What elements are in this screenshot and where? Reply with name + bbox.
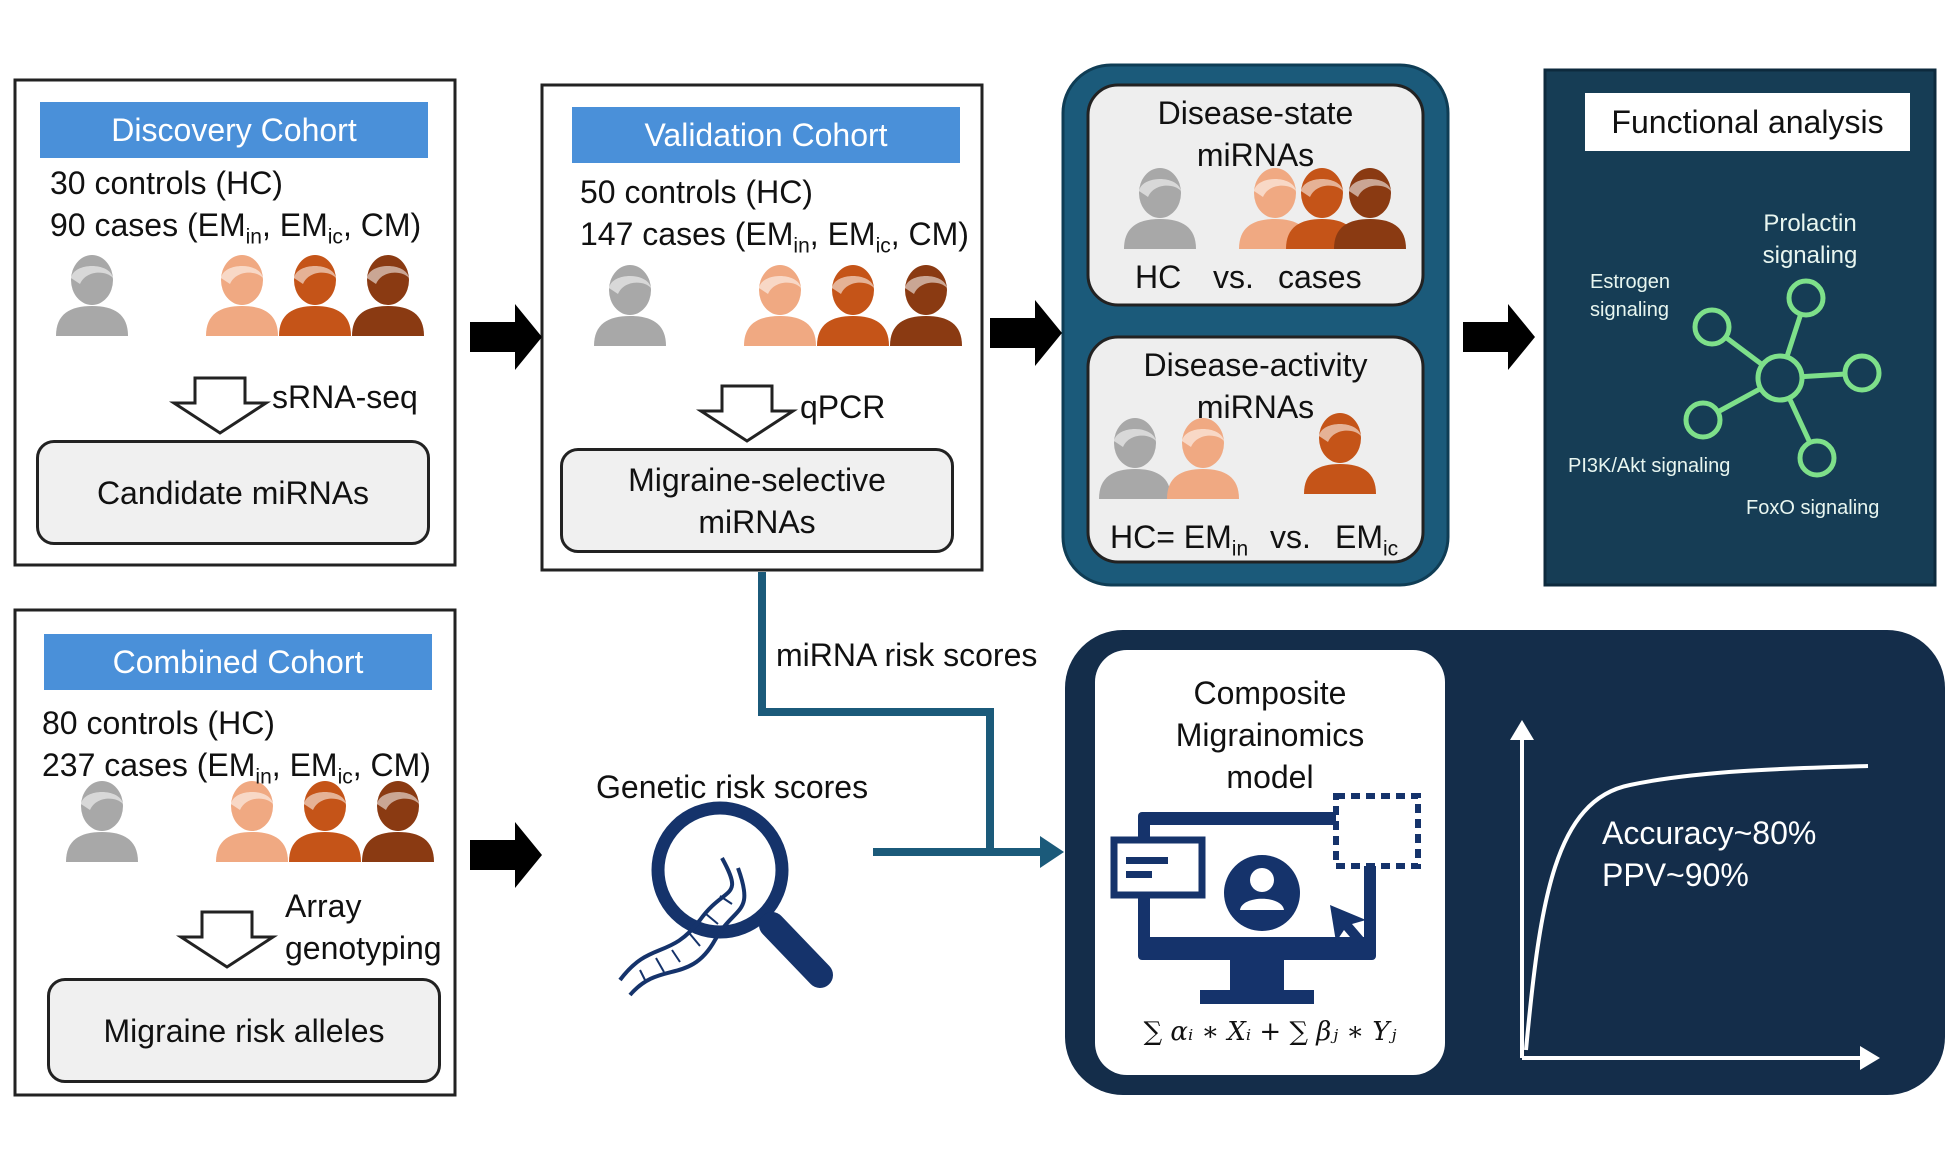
- disease-activity-right: EMic: [1335, 519, 1399, 561]
- dna-magnifier-icon: [618, 801, 833, 997]
- discovery-method-label: sRNA-seq: [272, 379, 418, 415]
- pi3k-akt-label: PI3K/Akt signaling: [1568, 455, 1731, 477]
- disease-state-title-line2: miRNAs: [1196, 137, 1315, 173]
- migraine-selective-mirnas-box: Migraine-selective miRNAs: [560, 448, 954, 553]
- arrow-to-validation: [470, 304, 542, 370]
- disease-activity-title-line2: miRNAs: [1196, 389, 1315, 425]
- prolactin-label-line1: Prolactin: [1763, 210, 1857, 237]
- disease-activity-vs: vs.: [1270, 519, 1311, 555]
- estrogen-label-line1: Estrogen: [1590, 271, 1671, 293]
- model-title-line2: Migrainomics: [1175, 717, 1365, 753]
- ppv-label: PPV~90%: [1602, 857, 1749, 893]
- discovery-controls: 30 controls (HC): [50, 165, 283, 201]
- disease-state-title-line1: Disease-state: [1157, 95, 1354, 131]
- validation-down-arrow: [695, 384, 799, 443]
- combined-cohort-header: Combined Cohort: [44, 634, 432, 690]
- mirna-risk-scores-label: miRNA risk scores: [776, 637, 1038, 673]
- migraine-risk-alleles-box: Migraine risk alleles: [47, 978, 441, 1083]
- disease-state-vs: vs.: [1213, 259, 1254, 295]
- validation-method-label: qPCR: [800, 389, 886, 425]
- discovery-cases: 90 cases (EMin, EMic, CM): [50, 207, 422, 249]
- disease-activity-title-line1: Disease-activity: [1143, 347, 1368, 383]
- discovery-down-arrow: [168, 376, 272, 435]
- accuracy-label: Accuracy~80%: [1602, 815, 1817, 851]
- validation-controls: 50 controls (HC): [580, 174, 813, 210]
- model-title-line1: Composite: [1193, 675, 1347, 711]
- arrow-to-functional: [1463, 304, 1535, 370]
- disease-activity-left: HC= EMin: [1110, 519, 1249, 561]
- foxo-label: FoxO signaling: [1746, 497, 1880, 519]
- model-title-line3: model: [1226, 759, 1314, 795]
- combined-down-arrow: [175, 910, 279, 969]
- combined-cases: 237 cases (EMin, EMic, CM): [42, 747, 431, 789]
- genetic-risk-scores-label: Genetic risk scores: [596, 769, 869, 805]
- disease-state-cases: cases: [1278, 259, 1362, 295]
- estrogen-label-line2: signaling: [1590, 299, 1669, 321]
- arrow-to-mirna-results: [990, 300, 1062, 366]
- model-input-arrowhead: [1040, 836, 1064, 868]
- combined-controls: 80 controls (HC): [42, 705, 275, 741]
- disease-activity-box: [1086, 335, 1425, 564]
- computer-monitor-icon: [1110, 793, 1421, 1004]
- arrow-to-genetic-risk: [470, 822, 542, 888]
- combined-method-line2: genotyping: [285, 930, 442, 966]
- functional-analysis-title: Functional analysis: [1611, 104, 1884, 140]
- candidate-mirnas-box: Candidate miRNAs: [36, 440, 430, 545]
- model-formula: ∑ αᵢ ∗ Xᵢ + ∑ βⱼ ∗ Yⱼ: [1143, 1017, 1397, 1047]
- pathway-network-icon: [1683, 278, 1882, 478]
- functional-analysis-panel: [1543, 68, 1937, 587]
- discovery-cohort-header: Discovery Cohort: [40, 102, 428, 158]
- functional-title-box: [1585, 93, 1910, 151]
- prolactin-label-line2: signaling: [1762, 242, 1858, 269]
- combined-method-line1: Array: [285, 888, 362, 924]
- disease-state-people-icons: [1124, 168, 1406, 249]
- performance-curve-chart: [1510, 720, 1880, 1070]
- mirna-risk-connector: [758, 572, 994, 852]
- disease-state-hc: HC: [1135, 259, 1182, 295]
- validation-cases: 147 cases (EMin, EMic, CM): [580, 216, 969, 258]
- validation-cohort-header: Validation Cohort: [572, 107, 960, 163]
